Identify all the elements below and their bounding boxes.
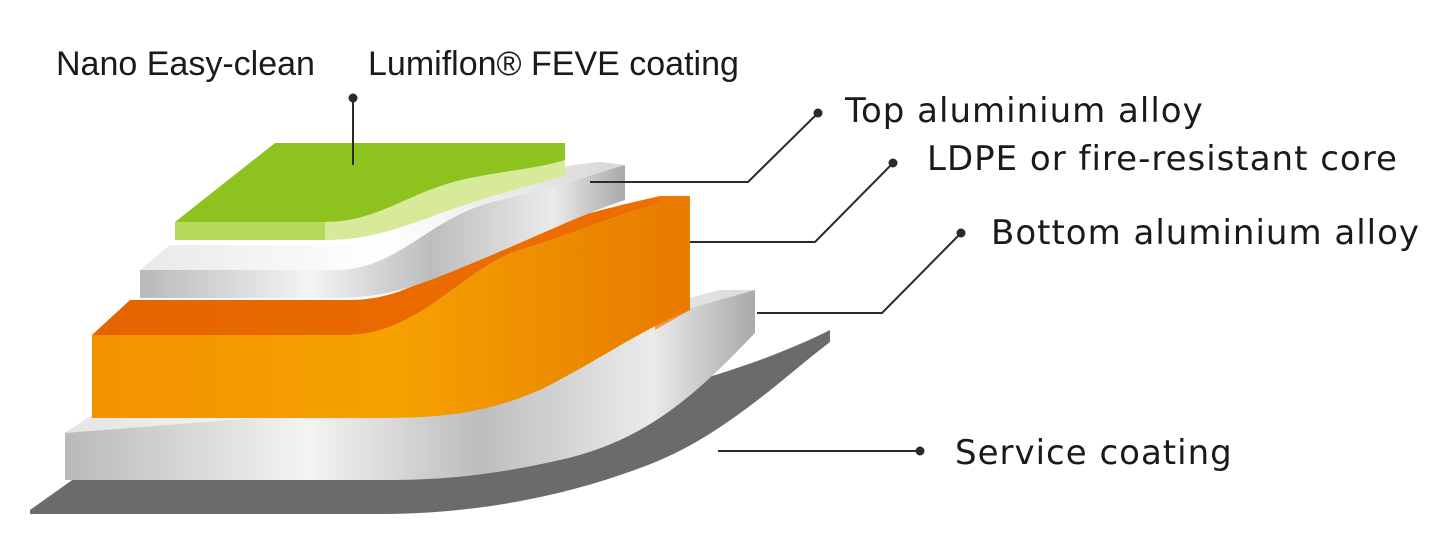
bottom-alloy-leader <box>757 232 962 314</box>
label-ldpe-core: LDPE or fire-resistant core <box>927 139 1398 179</box>
leader-lines <box>348 93 966 456</box>
label-top-aluminium-alloy: Top aluminium alloy <box>845 91 1204 131</box>
core-leader <box>690 162 894 243</box>
service-coating-layer <box>30 330 830 514</box>
nano-leader-dot <box>348 93 358 103</box>
label-bottom-aluminium-alloy: Bottom aluminium alloy <box>991 213 1421 253</box>
core-leader-dot <box>888 158 898 168</box>
top-alloy-leader <box>590 112 819 183</box>
service-leader-dot <box>915 446 925 456</box>
label-lumiflon-feve-coating: Lumiflon® FEVE coating <box>368 45 739 83</box>
label-nano-easy-clean: Nano Easy-clean <box>56 45 315 83</box>
bottom-alloy-leader-dot <box>956 228 966 238</box>
nano-easy-clean-layer <box>175 143 565 240</box>
top-alloy-leader-dot <box>813 108 823 118</box>
feve-coating-layer <box>175 160 565 240</box>
label-service-coating: Service coating <box>955 433 1233 473</box>
